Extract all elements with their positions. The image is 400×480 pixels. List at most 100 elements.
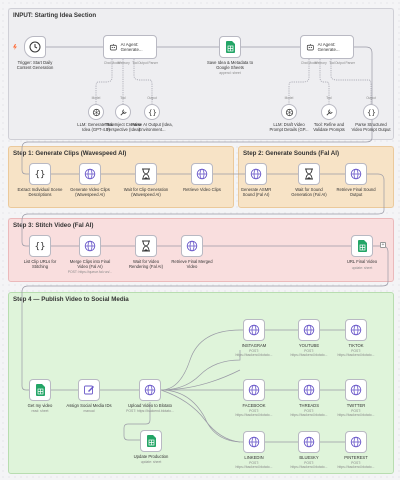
post-twitter-node[interactable] (345, 379, 367, 401)
globe-icon (186, 240, 198, 252)
url-final-video-label: URL Final Video (346, 259, 378, 264)
braces-icon: {} (35, 242, 46, 252)
sub-tag: Output (147, 96, 157, 100)
section-title: Step 2: Generate Sounds (Fal AI) (243, 150, 340, 157)
section-title: Step 3: Stitch Video (Fal AI) (13, 222, 94, 229)
post-pinterest-node[interactable] (345, 431, 367, 453)
openai-icon (92, 108, 100, 116)
retrieve-sound-label: Retrieve Final Sound Output (336, 187, 376, 197)
agent-generate-idea-node[interactable]: AI Agent: Generate... (103, 35, 157, 59)
retrieve-merged-node[interactable] (181, 235, 203, 257)
post-bluesky-node[interactable] (298, 431, 320, 453)
globe-icon (350, 436, 362, 448)
post-facebook-node[interactable] (243, 379, 265, 401)
parse-prompt-label: Parse Structured Video Prompt Output (351, 122, 391, 132)
update-production-sublabel: update: sheet (140, 460, 162, 464)
llm-idea-label: LLM: Generate Raw Idea (GPT-4.1) (77, 122, 115, 132)
post-platform-label: TIKTOK (348, 343, 364, 348)
tool-refine-subnode[interactable] (321, 104, 337, 120)
merge-clips-sublabel: POST: https://queue.fal.run/... (67, 270, 113, 274)
globe-icon (303, 436, 315, 448)
wait-clips-label: Wait for Clip Generation (Wavespeed AI) (123, 187, 169, 197)
clock-icon (29, 41, 41, 53)
llm-prompt-label: LLM: Draft Video Prompt Details (GP... (269, 122, 309, 132)
post-threads-node[interactable] (298, 379, 320, 401)
tool-inject-label: Tool: Inject Creative Perspective (Idea) (104, 122, 142, 132)
update-production-node[interactable] (140, 430, 162, 452)
globe-icon (84, 240, 96, 252)
tool-inject-subnode[interactable] (115, 104, 131, 120)
merge-clips-node[interactable] (79, 235, 101, 257)
wait-sound-label: Wait for Sound Generation (Fal AI) (291, 187, 327, 197)
trigger-node[interactable] (24, 36, 46, 58)
post-platform-sublabel: POST: https://backend.blotato... (337, 461, 375, 469)
save-sheets-node[interactable] (219, 36, 241, 58)
sub-tag: Output (366, 96, 376, 100)
list-clip-urls-label: List Clip URLs for Stitching (23, 259, 57, 269)
section-input[interactable]: INPUT: Starting Idea Section (8, 8, 394, 140)
post-platform-sublabel: POST: https://backend.blotato... (337, 409, 375, 417)
upload-blotato-node[interactable] (139, 379, 161, 401)
openai-icon (285, 108, 293, 116)
wrench-icon (120, 108, 127, 115)
globe-icon (350, 168, 362, 180)
llm-prompt-subnode[interactable] (281, 104, 297, 120)
port-memory: Memory (315, 61, 327, 65)
post-platform-sublabel: POST: https://backend.blotato... (235, 349, 273, 357)
svg-text:{}: {} (148, 108, 157, 117)
post-platform-label: FACEBOOK (242, 403, 266, 408)
port-tool: Tool (132, 61, 138, 65)
post-platform-label: BLUESKY (299, 455, 319, 460)
post-platform-label: LINKEDIN (244, 455, 264, 460)
assign-ids-sublabel: manual (83, 409, 95, 413)
post-platform-sublabel: POST: https://backend.blotato... (290, 461, 328, 469)
post-tiktok-node[interactable] (345, 319, 367, 341)
post-platform-label: TWITTER (346, 403, 366, 408)
retrieve-sound-node[interactable] (345, 163, 367, 185)
assign-ids-label: Assign Social Media IDs (66, 403, 112, 408)
wait-render-node[interactable] (135, 235, 157, 257)
post-platform-sublabel: POST: https://backend.blotato... (235, 409, 273, 417)
llm-idea-subnode[interactable] (88, 104, 104, 120)
url-final-video-node[interactable] (351, 235, 373, 257)
extract-scenes-label: Extract Individual Scene Descriptions (17, 187, 63, 197)
parse-prompt-subnode[interactable]: {} (363, 104, 379, 120)
wrench-icon (326, 108, 333, 115)
google-sheets-icon (35, 384, 45, 396)
globe-icon (303, 384, 315, 396)
extract-scenes-node[interactable]: {} (29, 163, 51, 185)
generate-asmr-label: Generate ASMR Sound (Fal AI) (240, 187, 272, 197)
get-video-node[interactable] (29, 379, 51, 401)
port-memory: Memory (118, 61, 130, 65)
post-platform-sublabel: POST: https://backend.blotato... (290, 409, 328, 417)
google-sheets-icon (146, 435, 156, 447)
wait-clips-node[interactable] (135, 163, 157, 185)
port-output-parser: Output Parser (335, 61, 355, 65)
pencil-icon (84, 385, 94, 395)
post-instagram-node[interactable] (243, 319, 265, 341)
svg-text:{}: {} (367, 108, 376, 117)
assign-ids-node[interactable] (78, 379, 100, 401)
section-step4[interactable]: Step 4 — Publish Video to Social Media (8, 292, 394, 474)
port-output-parser: Output Parser (138, 61, 158, 65)
wait-sound-node[interactable] (298, 163, 320, 185)
sub-tag: Model (91, 96, 101, 100)
section-title: Step 4 — Publish Video to Social Media (13, 296, 129, 303)
globe-icon (248, 384, 260, 396)
google-sheets-icon (357, 240, 367, 252)
generate-clips-node[interactable] (79, 163, 101, 185)
agent-generate-prompt-node[interactable]: AI Agent: Generate... (300, 35, 354, 59)
braces-icon: {} (367, 108, 376, 117)
retrieve-clips-node[interactable] (191, 163, 213, 185)
generate-asmr-node[interactable] (245, 163, 267, 185)
update-production-label: Update Production (133, 454, 169, 459)
post-youtube-node[interactable] (298, 319, 320, 341)
list-clip-urls-node[interactable]: {} (29, 235, 51, 257)
agent-label: AI Agent: Generate... (120, 42, 143, 52)
post-linkedin-node[interactable] (243, 431, 265, 453)
add-node-button[interactable]: + (380, 242, 386, 248)
parse-idea-subnode[interactable]: {} (144, 104, 160, 120)
save-sheets-label: Save Idea & Metadata to Google Sheets (206, 60, 254, 70)
